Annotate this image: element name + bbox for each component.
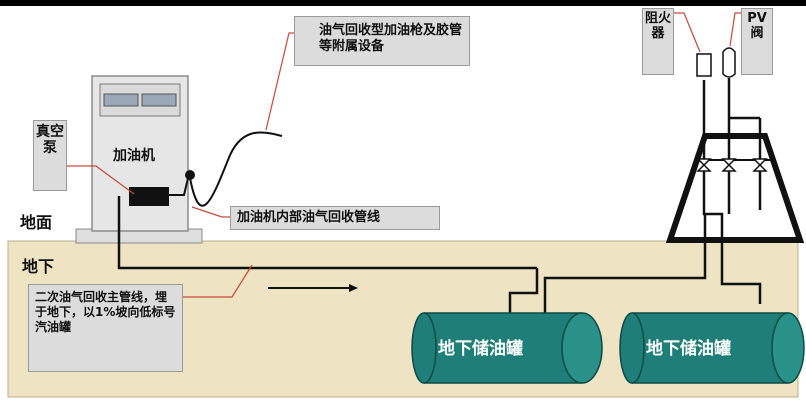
underground-tank-2 — [619, 312, 805, 384]
ground-label: 地面 — [20, 213, 53, 232]
tank2-left-end — [619, 312, 645, 384]
flame-arrester-device — [696, 53, 712, 77]
tank1-connection-pipe — [508, 268, 539, 314]
underground-label: 地下 — [22, 257, 55, 276]
tank-1-label: 地下储油罐 — [438, 339, 523, 359]
internal-pipe-callout-line — [191, 206, 230, 218]
vent-stack-frame — [665, 133, 805, 243]
tank-2-label: 地下储油罐 — [646, 339, 731, 359]
dispenser-label: 加油机 — [113, 148, 155, 164]
vent-pipe-flame-arrester — [702, 80, 762, 304]
tank1-body — [424, 313, 582, 383]
hose-connection — [168, 177, 189, 196]
main-recovery-pipe — [117, 196, 537, 270]
dispenser-screen-left — [103, 93, 139, 107]
tank-vent-return-pipe — [543, 214, 707, 314]
refueling-hose — [189, 131, 283, 207]
valve-icon — [696, 158, 712, 172]
nozzle-joint — [185, 170, 195, 180]
nozzle-callout: 油气回收型加油枪及胶管等附属设备 — [294, 16, 470, 66]
internal-pipe-callout: 加油机内部油气回收管线 — [230, 206, 440, 230]
tank1-left-end — [411, 312, 437, 384]
pv-valve-callout-line — [729, 12, 741, 47]
dispenser-screen-right — [141, 93, 177, 107]
flame-arrester-callout-line — [672, 12, 701, 53]
valve-icon — [721, 158, 737, 172]
flame-arrester-label: 阻火器 — [642, 8, 674, 75]
pv-valve-device — [722, 47, 736, 78]
underground-tank-1 — [411, 312, 603, 384]
pv-valve-label: PV阀 — [741, 8, 773, 75]
main-pipe-callout: 二次油气回收主管线，埋于地下，以1%坡向低标号汽油罐 — [28, 284, 183, 372]
flow-arrow-head — [349, 284, 358, 292]
tank1-right-end — [561, 312, 603, 384]
nozzle-callout-line — [265, 32, 294, 131]
valve-icon — [752, 158, 768, 172]
vacuum-pump-label: 真空泵 — [33, 120, 67, 191]
vacuum-pump-callout-line — [67, 165, 135, 195]
tank2-right-end — [771, 312, 805, 384]
tank2-body — [632, 313, 790, 383]
main-pipe-callout-line — [183, 264, 253, 298]
top-border — [0, 0, 806, 6]
vacuum-pump — [129, 187, 169, 206]
